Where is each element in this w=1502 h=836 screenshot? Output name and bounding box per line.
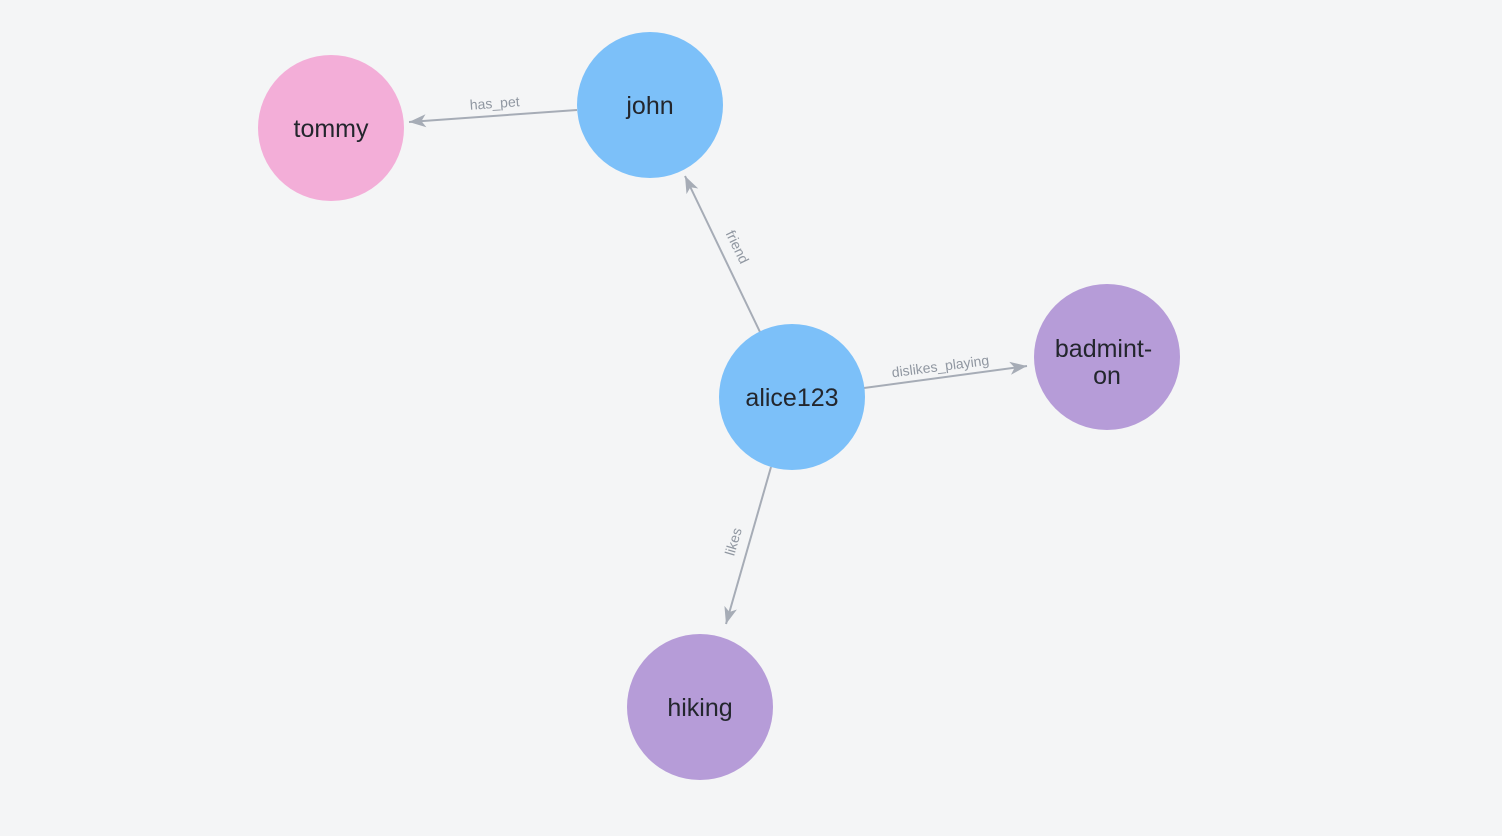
edge-alice123-badminton-line[interactable] xyxy=(863,361,1028,389)
node-alice123[interactable]: alice123 xyxy=(719,324,865,470)
edge-alice123-john-label[interactable]: friend xyxy=(723,228,753,266)
node-tommy-circle[interactable] xyxy=(258,55,404,201)
edge-alice123-hiking-label[interactable]: likes xyxy=(722,526,745,557)
edge-john-tommy-line[interactable] xyxy=(408,109,578,128)
node-john-circle[interactable] xyxy=(577,32,723,178)
edge-alice123-badminton-label[interactable]: dislikes_playing xyxy=(891,352,990,380)
node-hiking-circle[interactable] xyxy=(627,634,773,780)
node-badminton-circle[interactable] xyxy=(1034,284,1180,430)
edge-alice123-john-line[interactable] xyxy=(684,175,761,333)
edge-alice123-hiking-line[interactable] xyxy=(724,466,772,625)
node-john[interactable]: john xyxy=(577,32,723,178)
node-hiking[interactable]: hiking xyxy=(627,634,773,780)
node-tommy[interactable]: tommy xyxy=(258,55,404,201)
edge-alice123-hiking[interactable]: likes xyxy=(722,466,772,625)
edge-alice123-badminton[interactable]: dislikes_playing xyxy=(863,352,1028,389)
edge-john-tommy-label[interactable]: has_pet xyxy=(469,93,520,113)
edge-john-tommy[interactable]: has_pet xyxy=(408,93,578,128)
node-badminton[interactable]: badmint- on xyxy=(1034,284,1180,430)
node-alice123-circle[interactable] xyxy=(719,324,865,470)
edge-alice123-john[interactable]: friend xyxy=(684,175,761,333)
